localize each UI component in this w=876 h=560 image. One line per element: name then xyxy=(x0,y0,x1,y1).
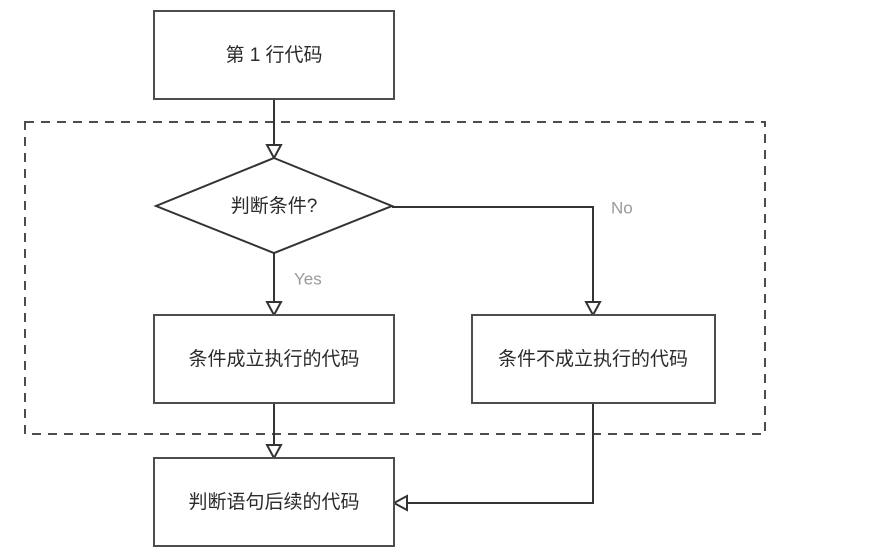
node-true-branch-code[interactable]: 条件成立执行的代码 xyxy=(153,314,395,404)
node-first-line-of-code-box xyxy=(153,10,395,100)
arrowhead-to-condition xyxy=(265,144,283,161)
connector-condition-to-false-branch xyxy=(392,206,594,305)
node-condition-decision-label: 判断条件? xyxy=(231,195,318,217)
arrowhead-to-after-right xyxy=(391,494,408,512)
node-true-branch-code-label: 条件成立执行的代码 xyxy=(188,348,359,370)
node-false-branch-code-label: 条件不成立执行的代码 xyxy=(498,348,688,370)
edge-label-yes: Yes xyxy=(294,269,322,288)
node-after-code[interactable]: 判断语句后续的代码 xyxy=(153,457,395,547)
node-condition-decision[interactable]: 判断条件? xyxy=(153,156,395,255)
arrowhead-to-false-branch xyxy=(584,301,602,318)
node-false-branch-code-box xyxy=(471,314,716,404)
node-true-branch-code-box xyxy=(153,314,395,404)
edge-label-no: No xyxy=(611,198,633,217)
if-else-group-dashed-border xyxy=(24,121,766,435)
node-condition-decision-diamond xyxy=(153,156,395,255)
node-first-line-of-code[interactable]: 第 1 行代码 xyxy=(153,10,395,100)
node-after-code-label: 判断语句后续的代码 xyxy=(188,491,359,513)
arrowhead-to-true-branch xyxy=(265,301,283,318)
arrowhead-to-after-top xyxy=(265,444,283,461)
node-first-line-of-code-label: 第 1 行代码 xyxy=(225,44,322,66)
node-false-branch-code[interactable]: 条件不成立执行的代码 xyxy=(471,314,716,404)
node-after-code-box xyxy=(153,457,395,547)
connector-false-branch-to-after xyxy=(404,402,594,504)
